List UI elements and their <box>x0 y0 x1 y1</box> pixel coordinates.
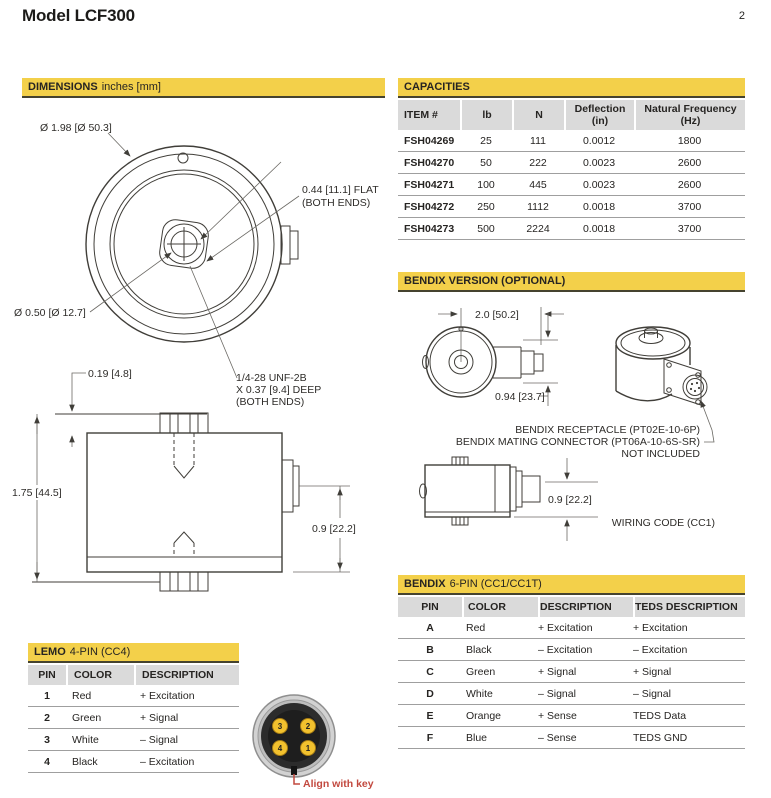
svg-text:4: 4 <box>278 744 283 753</box>
center-boss <box>159 219 209 269</box>
capacities-panel: CAPACITIES ITEM # lb N Deflection(in) Na… <box>398 78 745 240</box>
col-lb: lb <box>460 100 512 130</box>
dim-conn-height: 0.9 [22.2] <box>312 523 356 535</box>
bendix-dim-width: 2.0 [50.2] <box>475 309 519 321</box>
lemo-4pin-column-headers: PIN COLOR DESCRIPTION <box>28 665 239 685</box>
top-stud <box>159 412 209 434</box>
bendix-6pin-header-bold: BENDIX <box>404 578 446 590</box>
pin-1: 1 <box>300 740 316 756</box>
col-teds-description: TEDS DESCRIPTION <box>633 597 745 617</box>
dim-flat-line1: 0.44 [11.1] FLAT <box>302 184 379 196</box>
svg-text:3: 3 <box>278 722 283 731</box>
connector-face: 3 2 4 1 <box>252 694 336 778</box>
dim-step: 0.19 [4.8] <box>88 368 132 380</box>
capacities-header-label: CAPACITIES <box>404 81 470 93</box>
dimensions-drawing: Ø 1.98 [Ø 50.3] 0.44 [11.1] FLAT (BOTH E… <box>12 122 379 592</box>
bendix-receptacle-label: BENDIX RECEPTACLE (PT02E-10-6P) <box>515 424 700 436</box>
dim-thread-line2: X 0.37 [9.4] DEEP <box>236 384 321 396</box>
col-frequency: Natural Frequency(Hz) <box>634 100 745 130</box>
bendix-version-drawing: 2.0 [50.2] 0.94 [23.7] <box>419 307 715 541</box>
col-pin: PIN <box>38 669 56 681</box>
dimensions-header-units: inches [mm] <box>101 81 161 93</box>
svg-text:2: 2 <box>306 722 311 731</box>
col-item: ITEM # <box>404 109 438 121</box>
col-deflection: Deflection(in) <box>564 100 634 130</box>
col-n: N <box>512 100 564 130</box>
page-title: Model LCF300 <box>22 6 135 25</box>
index-hole <box>177 152 189 164</box>
bendix-side-view <box>419 456 598 541</box>
col-pin: PIN <box>421 601 439 613</box>
bendix-6pin-column-headers: PIN COLOR DESCRIPTION TEDS DESCRIPTION <box>398 597 745 617</box>
dim-thread-line3: (BOTH ENDS) <box>236 396 304 408</box>
col-description: DESCRIPTION <box>134 665 239 685</box>
dim-height: 1.75 [44.5] <box>12 487 62 499</box>
dimensions-header-bold: DIMENSIONS <box>28 81 98 93</box>
load-cell-side-view <box>32 372 350 592</box>
dim-flat-line2: (BOTH ENDS) <box>302 197 370 209</box>
col-color: COLOR <box>66 665 134 685</box>
dim-outer-diameter: Ø 1.98 [Ø 50.3] <box>40 122 112 134</box>
pin-2: 2 <box>300 718 316 734</box>
capacities-column-headers: ITEM # lb N Deflection(in) Natural Frequ… <box>398 100 745 130</box>
pin-4: 4 <box>272 740 288 756</box>
wiring-code-label: WIRING CODE (CC1) <box>612 517 715 529</box>
lemo-connector-illustration: 3 2 4 1 Align with key <box>252 694 374 790</box>
dim-thread-line1: 1/4-28 UNF-2B <box>236 372 307 384</box>
bottom-stud <box>159 571 209 592</box>
bendix-6pin-header-rest: 6-PIN (CC1/CC1T) <box>449 578 542 590</box>
dim-hole-diameter: Ø 0.50 [Ø 12.7] <box>14 307 86 319</box>
capacities-header: CAPACITIES <box>398 78 745 98</box>
lemo-4pin-header-rest: 4-PIN (CC4) <box>69 646 131 658</box>
lemo-4pin-header-bold: LEMO <box>34 646 66 658</box>
bendix-isometric-view <box>615 326 715 443</box>
key-notch <box>291 766 297 775</box>
bendix-mating-label: BENDIX MATING CONNECTOR (PT06A-10-6S-SR) <box>456 436 700 448</box>
bendix-front-view <box>422 307 564 406</box>
bendix-version-header-label: BENDIX VERSION (OPTIONAL) <box>404 275 566 287</box>
col-description: DESCRIPTION <box>538 597 633 617</box>
page-number: 2 <box>738 10 745 22</box>
svg-text:1: 1 <box>306 744 311 753</box>
align-with-key-label: Align with key <box>303 778 374 790</box>
bendix-dim-depth: 0.94 [23.7] <box>495 391 545 403</box>
load-cell-top-view <box>85 132 300 379</box>
bendix-version-header: BENDIX VERSION (OPTIONAL) <box>398 272 745 292</box>
bendix-version-panel: BENDIX VERSION (OPTIONAL) <box>398 272 745 292</box>
align-key-leader <box>293 774 300 785</box>
col-color: COLOR <box>462 597 538 617</box>
bendix-dim-conn-height: 0.9 [22.2] <box>548 494 592 506</box>
side-connector <box>281 459 294 513</box>
pin-3: 3 <box>272 718 288 734</box>
bendix-not-included-label: NOT INCLUDED <box>621 448 700 460</box>
